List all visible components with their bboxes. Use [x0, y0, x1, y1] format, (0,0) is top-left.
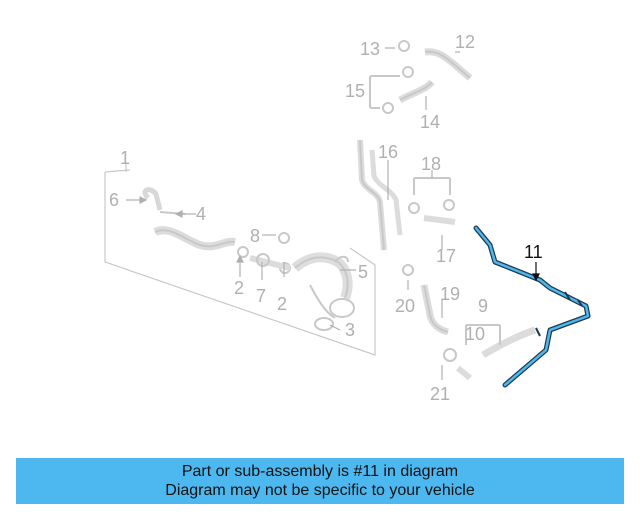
- callout-11: 11: [524, 242, 543, 262]
- callout-2b: 2: [277, 294, 287, 314]
- info-banner: Part or sub-assembly is #11 in diagram D…: [16, 458, 624, 504]
- hose-parts-19-21: [402, 264, 537, 381]
- callout-2a: 2: [234, 278, 244, 298]
- banner-line-2: Diagram may not be specific to your vehi…: [165, 482, 475, 499]
- callout-8: 8: [250, 226, 260, 246]
- callout-16: 16: [378, 142, 398, 162]
- hose-parts-12-15: [369, 40, 473, 114]
- leader-lines: [126, 47, 460, 380]
- callout-18: 18: [421, 154, 441, 174]
- hose-parts-17-18: [408, 177, 456, 225]
- callout-7: 7: [256, 286, 266, 306]
- highlighted-tube-part-11: [473, 225, 591, 388]
- assembly-1-outline: [104, 164, 376, 356]
- callout-1: 1: [120, 148, 130, 168]
- callout-13: 13: [360, 39, 380, 59]
- callout-21: 21: [430, 384, 450, 404]
- callout-20: 20: [395, 296, 415, 316]
- callout-3: 3: [345, 320, 355, 340]
- callout-19: 19: [440, 284, 460, 304]
- callout-12: 12: [455, 32, 475, 52]
- callout-9: 9: [478, 296, 488, 316]
- tube-part-16: [357, 139, 403, 251]
- leader-line-11: [532, 262, 540, 282]
- coolant-hose-assembly-1: [142, 187, 355, 331]
- callout-17: 17: [436, 246, 456, 266]
- banner-line-1: Part or sub-assembly is #11 in diagram: [181, 463, 459, 480]
- callout-14: 14: [420, 112, 440, 132]
- callout-6: 6: [109, 190, 119, 210]
- callout-10: 10: [465, 324, 485, 344]
- callout-5: 5: [358, 262, 368, 282]
- parts-diagram: 1 2 2 3 4 5 6 7 8 9 10 11 12 13 14 15 16…: [104, 32, 591, 404]
- callout-4: 4: [196, 204, 206, 224]
- callout-15: 15: [345, 81, 365, 101]
